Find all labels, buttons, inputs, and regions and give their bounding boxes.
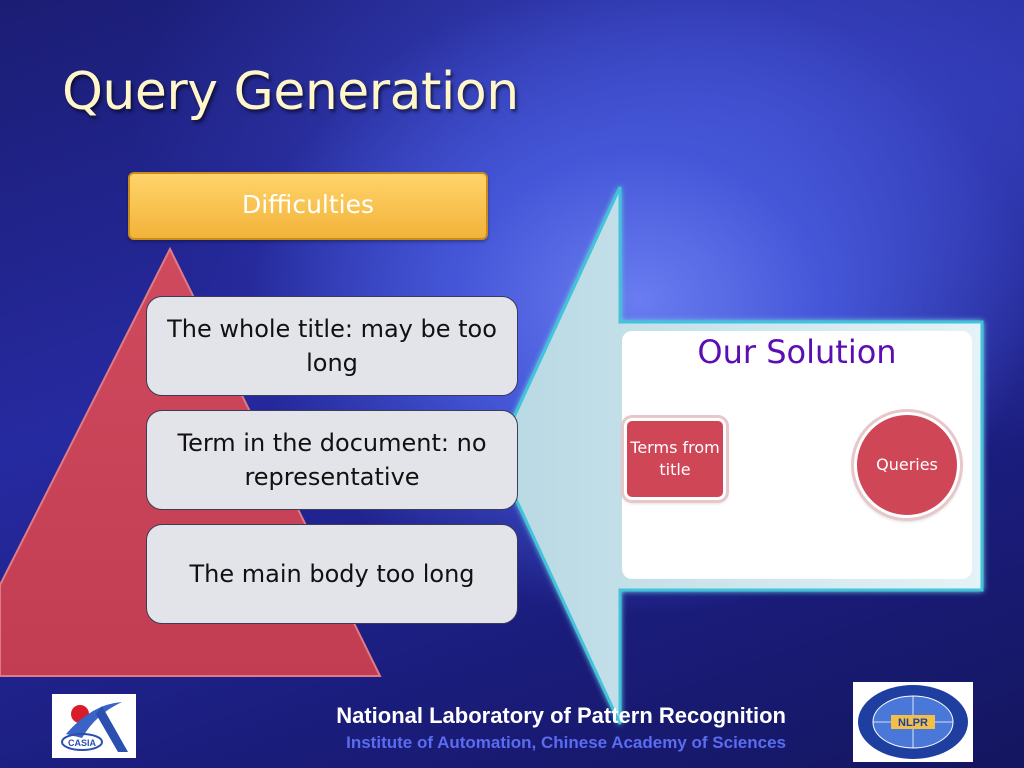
- footer-institute-name: Institute of Automation, Chinese Academy…: [346, 733, 786, 752]
- terms-from-title-label: Terms from title: [630, 438, 720, 479]
- nlpr-logo: NLPR: [853, 682, 973, 762]
- casia-logo: CASIA: [52, 694, 136, 758]
- queries-label: Queries: [876, 455, 938, 474]
- difficulties-header: Difficulties: [128, 172, 488, 240]
- terms-from-title-node: Terms from title: [624, 418, 726, 500]
- slide-title: Query Generation: [62, 62, 519, 122]
- queries-node: Queries: [854, 412, 960, 518]
- difficulty-item-title-too-long: The whole title: may be too long: [146, 296, 518, 396]
- difficulty-item-no-representative: Term in the document: no representative: [146, 410, 518, 510]
- svg-text:CASIA: CASIA: [68, 738, 97, 748]
- footer-lab-name: National Laboratory of Pattern Recogniti…: [336, 703, 786, 728]
- difficulty-item-main-body-too-long: The main body too long: [146, 524, 518, 624]
- svg-text:NLPR: NLPR: [898, 717, 928, 729]
- solution-title: Our Solution: [697, 333, 897, 371]
